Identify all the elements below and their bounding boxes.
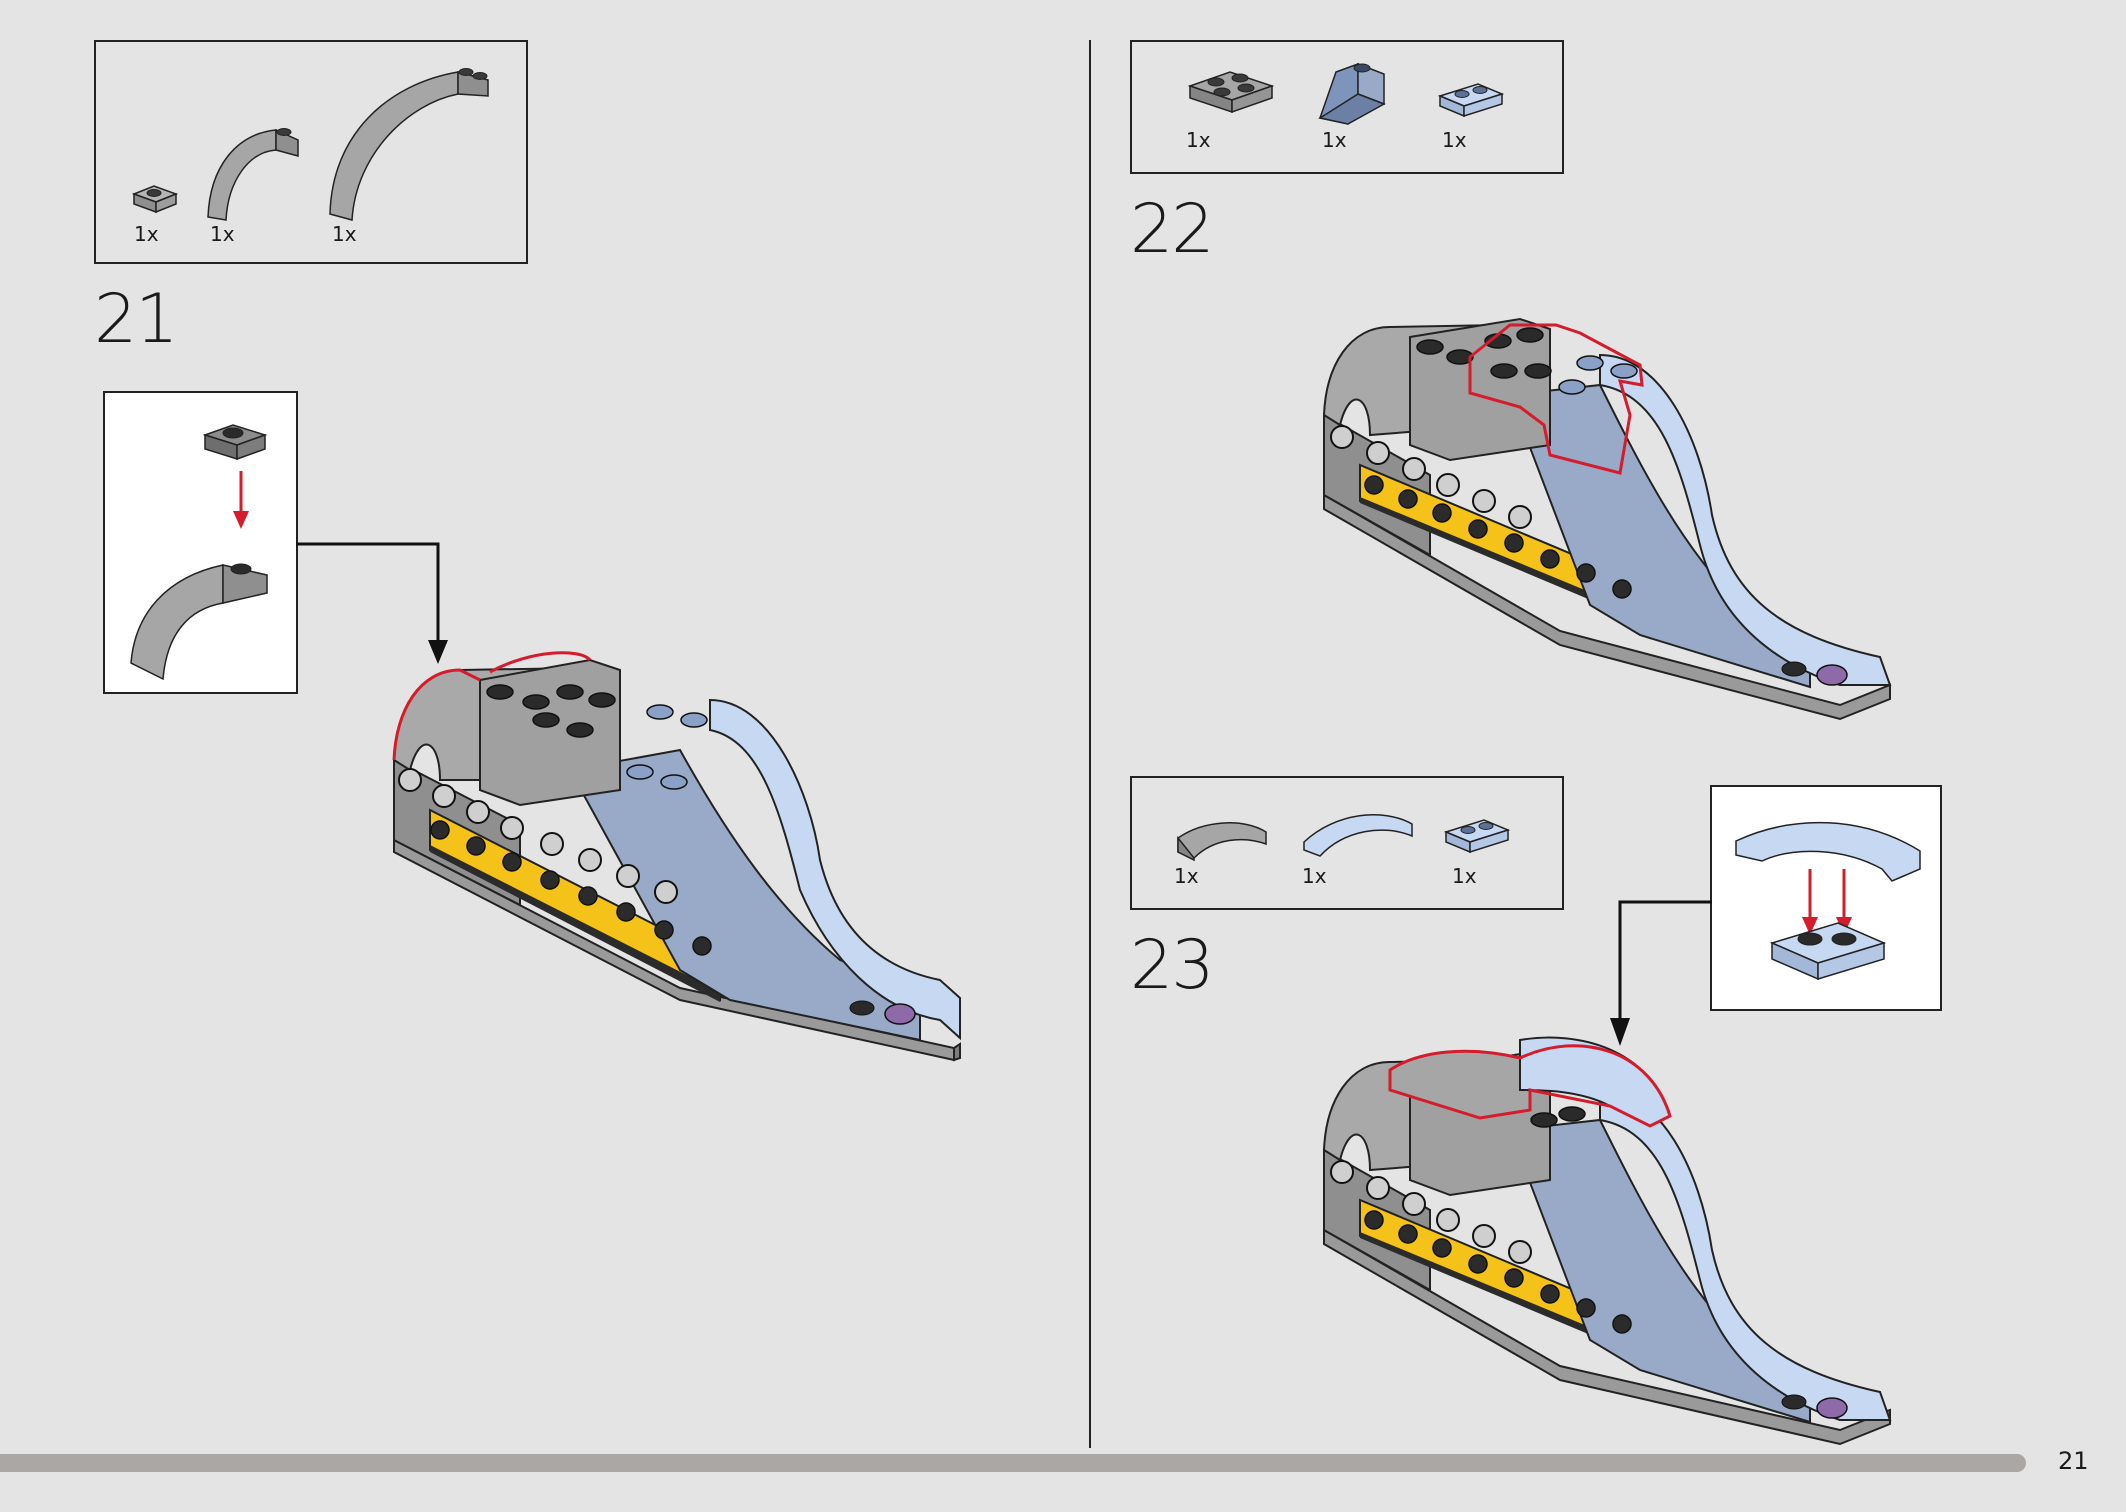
progress-bar — [0, 1454, 2026, 1472]
slope-blue-icon — [1318, 62, 1386, 125]
model-assembly-step-22 — [1322, 317, 1892, 721]
plate-1x1-gray-icon — [202, 424, 268, 461]
model-assembly-step-23 — [1322, 1036, 1892, 1446]
step-number-23: 23 — [1130, 926, 1215, 1005]
parts-list-step-22: 1x 1x 1x — [1130, 40, 1564, 174]
plate-1x2-light-blue-icon — [1769, 922, 1887, 981]
part-qty: 1x — [1322, 128, 1347, 152]
curved-arch-small-gray-icon — [207, 128, 299, 221]
plate-1x2-light-blue-icon — [1443, 819, 1511, 854]
part-qty: 1x — [1186, 128, 1211, 152]
curved-arch-small-gray-icon — [130, 563, 268, 681]
callout-pointer-arrow — [296, 542, 448, 664]
curved-arch-large-gray-icon — [329, 68, 489, 221]
plate-1x2-light-blue-icon — [1437, 83, 1505, 118]
parts-list-step-23: 1x 1x 1x — [1130, 776, 1564, 910]
page-divider — [1089, 40, 1091, 1448]
part-qty: 1x — [1442, 128, 1467, 152]
part-qty: 1x — [134, 222, 159, 246]
curved-slope-light-blue-icon — [1303, 814, 1413, 857]
parts-list-step-21: 1x 1x 1x — [94, 40, 528, 264]
plate-2x2-gray-icon — [1187, 71, 1275, 114]
curved-slope-gray-icon — [1177, 822, 1267, 862]
plate-1x1-gray-icon — [131, 185, 179, 214]
curved-slope-light-blue-icon — [1735, 821, 1921, 882]
callout-pointer-arrow — [1610, 900, 1712, 1046]
sub-assembly-callout-21 — [103, 391, 298, 694]
step-number-22: 22 — [1130, 190, 1215, 269]
part-qty: 1x — [1174, 864, 1199, 888]
page-number: 21 — [2058, 1447, 2089, 1475]
sub-assembly-callout-23 — [1710, 785, 1942, 1011]
part-qty: 1x — [332, 222, 357, 246]
part-qty: 1x — [210, 222, 235, 246]
arrow-down-red-icon — [233, 471, 249, 529]
part-qty: 1x — [1452, 864, 1477, 888]
model-assembly-step-21 — [392, 651, 961, 1062]
step-number-21: 21 — [94, 280, 179, 359]
part-qty: 1x — [1302, 864, 1327, 888]
